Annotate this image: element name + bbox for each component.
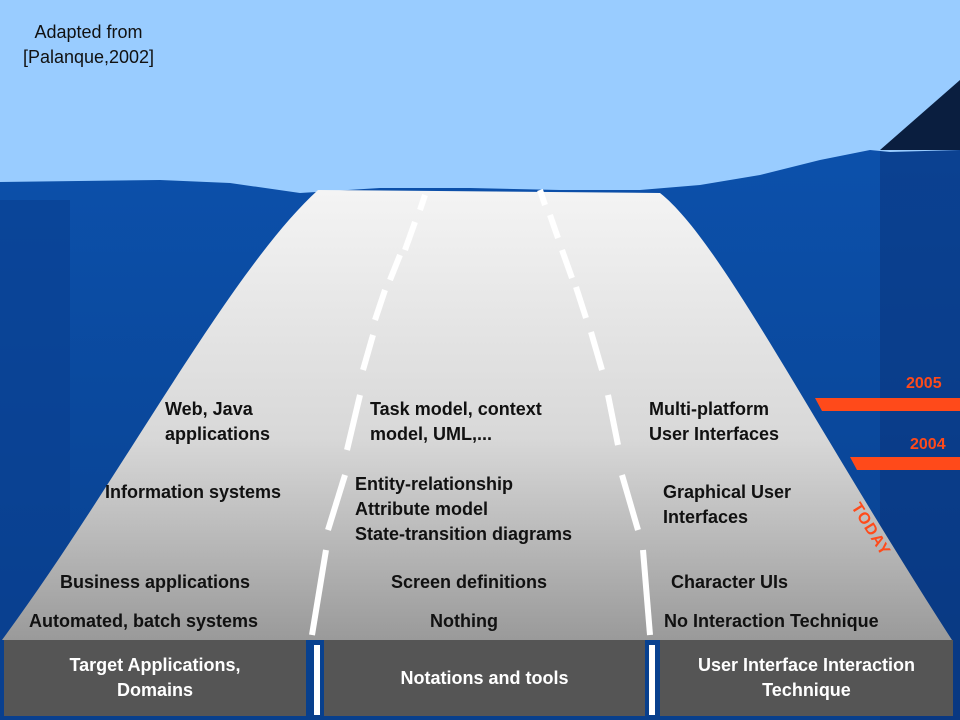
footer-block-notations <box>324 640 645 716</box>
technique-no-interaction: No Interaction Technique <box>664 611 879 631</box>
item-line: Interfaces <box>663 507 749 527</box>
notation-task-model: Task model, context model, UML,... <box>370 397 542 447</box>
year-label-2005: 2005 <box>906 375 942 392</box>
item-line: Web, Java <box>165 399 253 419</box>
item-line: Task model, context <box>370 399 542 419</box>
technique-character-uis: Character UIs <box>671 572 789 592</box>
header-line: Target Applications, <box>69 655 241 675</box>
header-line: Domains <box>116 680 194 700</box>
road <box>2 190 952 640</box>
item-line: Graphical User <box>663 482 792 502</box>
item-line: State-transition diagrams <box>355 524 573 544</box>
sky <box>0 0 960 193</box>
year-label-2004: 2004 <box>910 436 946 453</box>
item-line: Entity-relationship <box>355 474 514 494</box>
item-line: Multi-platform <box>649 399 769 419</box>
technique-graphical-ui: Graphical User Interfaces <box>663 480 791 530</box>
footer-block-applications <box>4 640 306 716</box>
item-line: User Interfaces <box>649 424 780 444</box>
item-line: Attribute model <box>355 499 488 519</box>
notation-screen-definitions: Screen definitions <box>391 572 548 592</box>
header-line: Notations and tools <box>400 667 569 688</box>
technique-multi-platform: Multi-platform User Interfaces <box>649 397 779 447</box>
year-2005-bar <box>815 398 960 411</box>
app-web-java: Web, Java applications <box>165 397 270 447</box>
header-target-applications: Target Applications, Domains <box>4 640 306 716</box>
item-line: model, UML,... <box>370 424 493 444</box>
notation-nothing: Nothing <box>430 611 498 631</box>
header-ui-technique: User Interface Interaction Technique <box>660 640 953 716</box>
header-line: User Interface Interaction <box>697 655 916 675</box>
left-lane-markings <box>309 194 428 715</box>
year-2004-bar <box>850 457 960 470</box>
app-automated-batch: Automated, batch systems <box>29 611 259 631</box>
header-line: Technique <box>762 680 851 700</box>
item-line: applications <box>165 424 271 444</box>
right-lane-markings <box>537 189 655 715</box>
app-business-applications: Business applications <box>60 572 251 592</box>
source-note-line: Adapted from <box>34 22 143 42</box>
footer-block-techniques <box>660 640 953 716</box>
app-information-systems: Information systems <box>105 482 282 502</box>
header-notations-tools: Notations and tools <box>324 640 645 716</box>
source-note-line: [Palanque,2002] <box>22 47 155 67</box>
notation-entity-relationship: Entity-relationship Attribute model Stat… <box>355 472 572 547</box>
source-note: Adapted from [Palanque,2002] <box>6 20 171 70</box>
